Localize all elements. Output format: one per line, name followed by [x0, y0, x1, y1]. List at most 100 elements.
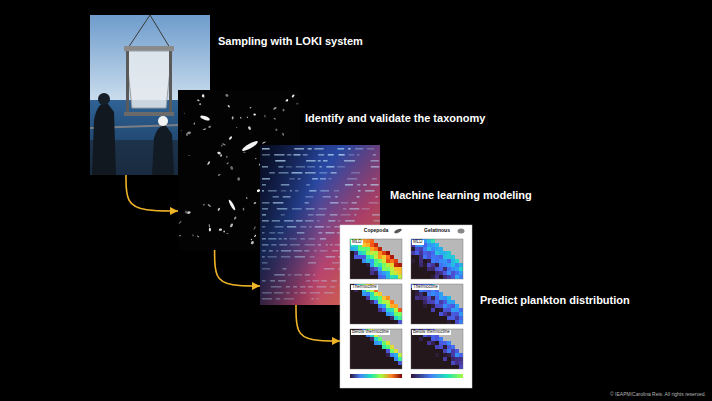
code-glyph [305, 274, 310, 276]
map-cell [427, 365, 431, 369]
map-cell [382, 243, 386, 247]
map-cell [382, 284, 386, 288]
step-label: Machine learning modeling [390, 189, 532, 202]
code-glyph [284, 238, 287, 240]
map-cell [398, 329, 402, 333]
map-cell [427, 255, 431, 259]
map-cell [415, 275, 419, 279]
map-cell [427, 296, 431, 300]
map-cell [370, 275, 374, 279]
map-cell [439, 247, 443, 251]
map-cell [411, 267, 415, 271]
map-cell [382, 267, 386, 271]
map-cell [443, 341, 447, 345]
step-label: Sampling with LOKI system [218, 35, 363, 48]
map-frame [411, 284, 463, 324]
map-cell [378, 259, 382, 263]
map-cell [459, 365, 463, 369]
code-glyph [320, 250, 328, 252]
map-cell [435, 247, 439, 251]
plankton-particle [262, 141, 266, 144]
code-glyph [295, 190, 298, 192]
map-cell [451, 341, 455, 345]
map-cell [447, 316, 451, 320]
map-cell [455, 263, 459, 267]
map-cell [423, 353, 427, 357]
map-cell [419, 267, 423, 271]
map-cell [419, 263, 423, 267]
map-cell [370, 296, 374, 300]
code-glyph [355, 148, 363, 150]
map-cell [439, 296, 443, 300]
map-cell [431, 341, 435, 345]
map-cell [411, 300, 415, 304]
map-cell [394, 288, 398, 292]
map-cell [447, 312, 451, 316]
map-cell [439, 271, 443, 275]
code-glyph [338, 220, 340, 222]
code-glyph [283, 196, 291, 198]
map-cell [459, 329, 463, 333]
map-cell [358, 357, 362, 361]
map-cell [370, 349, 374, 353]
map-cell [358, 337, 362, 341]
map-cell [419, 341, 423, 345]
map-cell [398, 243, 402, 247]
code-glyph [334, 190, 339, 192]
code-glyph [325, 232, 334, 234]
map-cell [378, 345, 382, 349]
code-glyph [308, 214, 314, 216]
map-cell [451, 345, 455, 349]
code-glyph [318, 232, 322, 234]
map-cell [411, 292, 415, 296]
map-cell [459, 333, 463, 337]
map-cell [427, 320, 431, 324]
map-cell [350, 308, 354, 312]
code-glyph [268, 238, 276, 240]
map-cell [447, 267, 451, 271]
map-cell [374, 292, 378, 296]
map-cell [366, 353, 370, 357]
map-cell [354, 308, 358, 312]
map-cell [374, 365, 378, 369]
map-cell [378, 247, 382, 251]
plankton-particle [179, 235, 181, 237]
map-cell [362, 341, 366, 345]
map-cell [366, 292, 370, 296]
map-cell [427, 239, 431, 243]
map-cell [386, 263, 390, 267]
map-cell [435, 337, 439, 341]
code-glyph [320, 178, 326, 180]
map-cell [447, 296, 451, 300]
map-cell [419, 361, 423, 365]
map-cell [390, 267, 394, 271]
map-cell [447, 259, 451, 263]
code-glyph [331, 172, 337, 174]
map-cell [455, 284, 459, 288]
map-cell [390, 357, 394, 361]
map-cell [350, 337, 354, 341]
map-cell [386, 320, 390, 324]
code-glyph [279, 172, 289, 174]
map-cell [447, 357, 451, 361]
map-cell [443, 320, 447, 324]
map-cell [358, 341, 362, 345]
map-frame [411, 329, 463, 369]
map-cell [398, 333, 402, 337]
code-glyph [269, 250, 273, 252]
map-cell [350, 296, 354, 300]
map-cell [366, 255, 370, 259]
code-glyph [326, 244, 328, 246]
map-cell [362, 296, 366, 300]
map-cell [386, 292, 390, 296]
map-cell [362, 243, 366, 247]
map-cell [362, 304, 366, 308]
map-cell [354, 263, 358, 267]
map-cell [459, 316, 463, 320]
map-cell [374, 263, 378, 267]
code-glyph [269, 172, 275, 174]
map-cell [370, 251, 374, 255]
map-cell [386, 251, 390, 255]
map-cell [419, 304, 423, 308]
